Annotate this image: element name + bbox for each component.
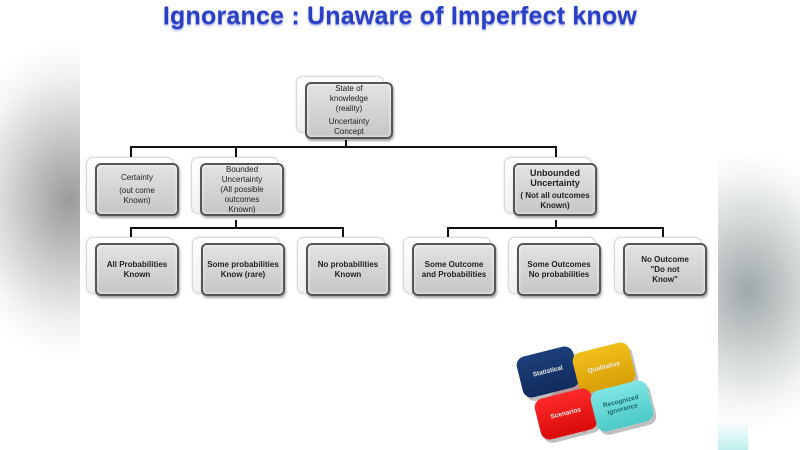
- root-node: State of knowledge (reality) Uncertainty…: [296, 76, 393, 139]
- root-line: knowledge: [329, 94, 369, 103]
- root-line: Concept: [334, 127, 364, 136]
- some-outcomes-no-probabilities-node: Some Outcomes No probabilities: [508, 237, 605, 300]
- node-text: All Probabilities Known: [106, 259, 168, 279]
- method-blocks-graphic: Statistical Qualitative Scenarios Recogn…: [513, 340, 656, 450]
- some-outcome-and-probabilities-node: Some Outcome and Probabilities: [403, 237, 500, 300]
- connector: [555, 146, 557, 159]
- certainty-node: Certainty (out come Known): [86, 157, 183, 220]
- node-subtitle: (out come Known): [119, 186, 155, 205]
- node-title: Unbounded Uncertainty: [530, 168, 580, 188]
- root-line: State of: [335, 84, 363, 93]
- connector: [662, 227, 664, 239]
- node-subtitle: (All possible outcomes Known): [220, 184, 264, 214]
- node-title: Bounded Uncertainty: [221, 164, 263, 184]
- node-subtitle: ( Not all outcomes Known): [520, 191, 590, 210]
- right-background-shadow: [718, 0, 800, 450]
- connector: [447, 227, 449, 239]
- connector: [130, 146, 132, 159]
- node-title: Certainty: [120, 173, 153, 182]
- node-text: Some probabilities Know (rare): [207, 259, 279, 279]
- connector: [555, 220, 557, 229]
- connector: [342, 227, 344, 239]
- no-probabilities-known-node: No probabilities Known: [297, 237, 394, 300]
- connector: [447, 227, 664, 229]
- node-text: No Outcome "Do not Know": [641, 254, 689, 284]
- root-line: Uncertainty: [328, 117, 370, 126]
- connector: [235, 146, 237, 159]
- bounded-uncertainty-node: Bounded Uncertainty (All possible outcom…: [191, 157, 288, 220]
- root-line: (reality): [335, 104, 363, 113]
- connector: [130, 146, 557, 148]
- node-text: No probabilities Known: [317, 259, 379, 279]
- connector: [345, 140, 347, 148]
- connector: [130, 227, 132, 239]
- left-background-shadow: [0, 0, 80, 450]
- connector: [130, 227, 344, 229]
- all-probabilities-known-node: All Probabilities Known: [86, 237, 183, 300]
- slide-title: Ignorance : Unaware of Imperfect know: [162, 2, 638, 30]
- connector: [235, 220, 237, 229]
- unbounded-uncertainty-node: Unbounded Uncertainty ( Not all outcomes…: [504, 157, 601, 220]
- some-probabilities-known-node: Some probabilities Know (rare): [192, 237, 289, 300]
- node-text: Some Outcomes No probabilities: [527, 259, 591, 279]
- no-outcome-node: No Outcome "Do not Know": [614, 237, 711, 300]
- node-text: Some Outcome and Probabilities: [421, 259, 487, 279]
